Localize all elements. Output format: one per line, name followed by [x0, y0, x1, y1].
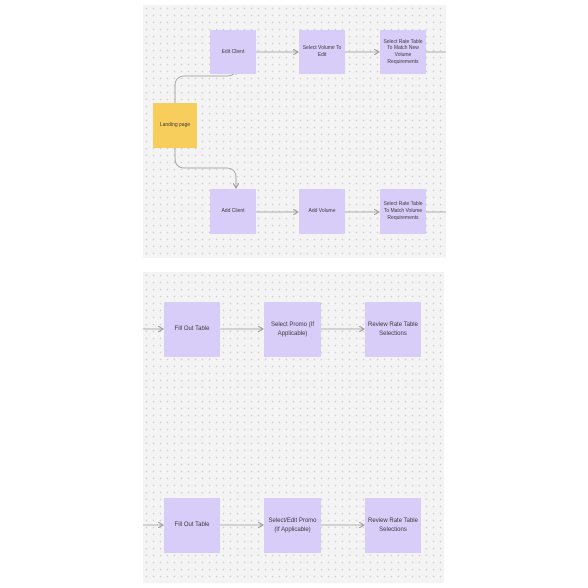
select-rate-table-volume-node[interactable]: Select Rate Table To Match Volume Requir… [380, 189, 426, 234]
review-rate-table-node-add[interactable]: Review Rate Table Selections [365, 498, 421, 553]
add-volume-node[interactable]: Add Volume [299, 189, 345, 234]
select-volume-to-edit-node[interactable]: Select Volume To Edit [299, 30, 345, 74]
landing-page-node[interactable]: Landing page [153, 103, 197, 148]
edit-client-node[interactable]: Edit Client [210, 30, 256, 74]
select-rate-table-new-volume-node[interactable]: Select Rate Table To Match New Volume Re… [380, 30, 426, 74]
review-rate-table-node-edit[interactable]: Review Rate Table Selections [365, 302, 421, 357]
fill-out-table-node-add[interactable]: Fill Out Table [164, 498, 220, 553]
fill-out-table-node-edit[interactable]: Fill Out Table [164, 302, 220, 357]
add-client-node[interactable]: Add Client [210, 189, 256, 234]
select-promo-node[interactable]: Select Promo (If Applicable) [264, 302, 321, 357]
select-edit-promo-node[interactable]: Select/Edit Promo (If Applicable) [264, 498, 321, 553]
